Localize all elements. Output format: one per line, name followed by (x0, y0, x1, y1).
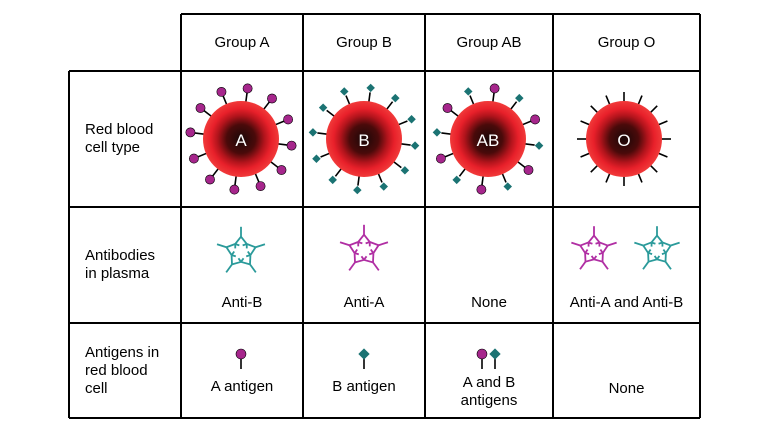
antigen-caption-ab-line2: antigens (460, 392, 518, 409)
anti-a-antibodies-icon (339, 224, 389, 271)
column-header-group-ab: Group AB (456, 33, 522, 51)
rbc-o-letter: O (617, 131, 630, 150)
b-antigen-icon (358, 348, 370, 369)
column-header-group-a: Group A (214, 33, 270, 51)
antigen-caption-o: None (608, 380, 645, 397)
antibody-caption-b: Anti-A (343, 294, 385, 311)
antibody-caption-a: Anti-B (221, 294, 263, 311)
anti-a-and-anti-b-antibodies-icon (571, 226, 680, 270)
a-and-b-antigens-icon (476, 348, 501, 369)
row-label-antibodies-line1: Antibodies (85, 247, 156, 264)
column-header-group-b: Group B (336, 33, 392, 51)
antibody-caption-ab: None (471, 294, 507, 311)
row-label-antigens-line2: red blood (85, 361, 148, 379)
rbc-ab-letter: AB (477, 131, 500, 150)
row-label-cell-type-line2: cell type (85, 139, 141, 156)
antigen-caption-b: B antigen (332, 378, 396, 395)
column-header-group-o: Group O (597, 33, 656, 51)
row-label-antigens-line1: Antigens in (85, 343, 160, 361)
row-label-antibodies-line2: in plasma (85, 265, 150, 282)
antigen-caption-ab: A and B antigens (425, 374, 553, 410)
antigen-caption-a: A antigen (210, 378, 274, 395)
antibody-caption-o: Anti-A and Anti-B (569, 294, 684, 311)
row-label-cell-type: Red blood cell type (69, 71, 181, 207)
row-label-antigens-line3: cell (85, 379, 108, 397)
rbc-ab-icon (432, 83, 544, 195)
antigen-caption-ab-line1: A and B (462, 374, 516, 391)
row-label-antigens: Antigens in red blood cell (69, 323, 181, 418)
a-antigen-icon (235, 348, 247, 369)
anti-b-antibodies-icon (216, 226, 266, 273)
rbc-o-icon (577, 92, 671, 186)
rbc-b-icon (308, 83, 420, 195)
row-label-antibodies: Antibodies in plasma (69, 207, 181, 323)
rbc-a-letter: A (235, 131, 247, 150)
row-label-cell-type-line1: Red blood (85, 121, 154, 138)
rbc-a-icon (185, 83, 297, 195)
rbc-b-letter: B (358, 131, 369, 150)
